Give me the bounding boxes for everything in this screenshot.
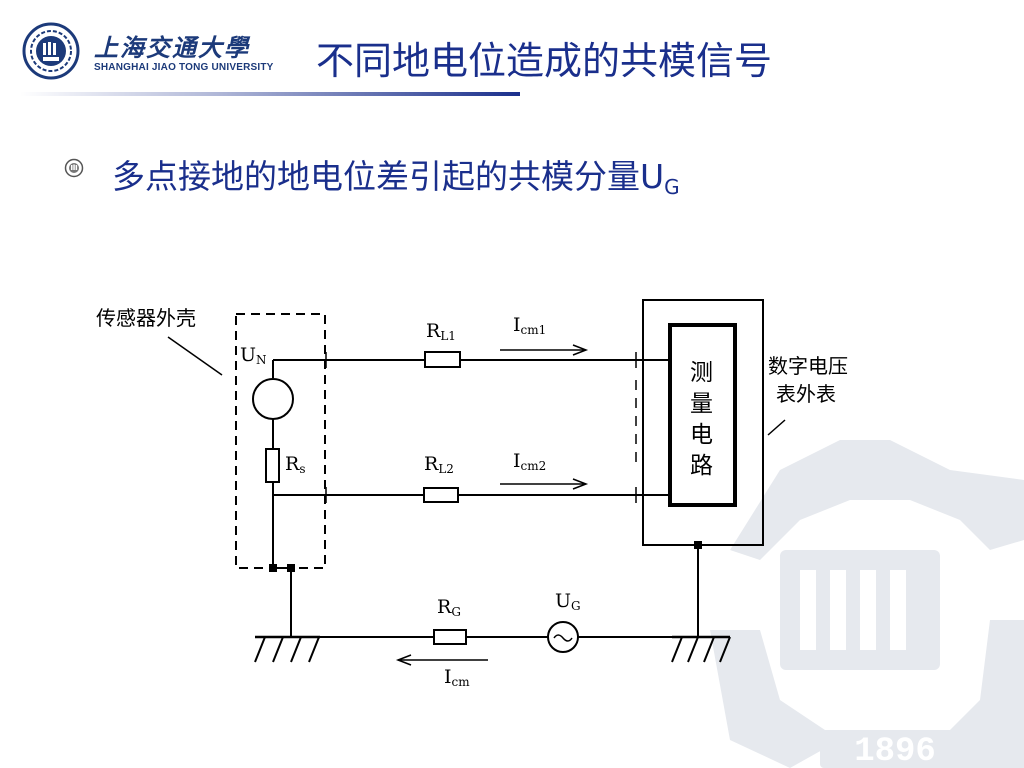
measure-circuit-char-1: 测 [690,360,713,386]
logo-english-name: SHANGHAI JIAO TONG UNIVERSITY [94,62,274,73]
label-rs-main: R [285,453,300,475]
university-logo: 上海交通大學 SHANGHAI JIAO TONG UNIVERSITY [22,22,273,82]
resistor-rs [265,448,280,483]
label-rg-main: R [437,596,452,618]
label-rg: RG [437,596,461,619]
measure-circuit-box [668,323,737,507]
source-un [252,378,294,420]
logo-chinese-name: 上海交通大學 [94,33,250,62]
sensor-housing-outline [235,313,326,569]
sensor-label-leader [167,336,223,376]
label-icm1-sub: cm1 [520,323,547,337]
label-rl1: RL1 [426,320,456,343]
meter-housing-label-line2: 表外表 [776,382,836,406]
label-rg-sub: G [451,605,461,619]
resistor-rg [433,629,467,645]
label-icm1-main: I [513,314,521,336]
label-icm1: Icm1 [513,314,547,337]
label-icm2-main: I [513,450,521,472]
bullet-seal-icon [64,158,84,178]
label-icm2-sub: cm2 [520,459,547,473]
label-ug-sub: G [571,599,581,613]
meter-housing-label-line1: 数字电压 [768,354,848,378]
university-seal-watermark: 1896 [710,440,1024,768]
label-rs: Rs [285,453,306,476]
resistor-rl2 [423,487,459,503]
label-un-main: U [240,344,257,366]
label-ug-main: U [555,590,572,612]
measure-circuit-char-2: 量 [690,391,713,417]
label-un-sub: N [256,353,267,367]
bullet-text-main: 多点接地的地电位差引起的共模分量U [112,157,665,196]
measure-circuit-char-4: 路 [690,453,713,479]
label-rl2-main: R [424,453,439,475]
bullet-text: 多点接地的地电位差引起的共模分量UG [112,150,680,199]
label-icm-main: I [444,666,452,688]
label-rl2: RL2 [424,453,454,476]
label-un: UN [240,344,267,367]
label-icm2: Icm2 [513,450,547,473]
resistor-rl1 [424,351,461,368]
slide-title: 不同地电位造成的共模信号 [316,39,773,83]
university-seal-icon [22,22,80,80]
sensor-housing-label: 传感器外壳 [96,306,196,330]
watermark-year: 1896 [854,733,936,768]
label-rl1-sub: L1 [440,329,456,343]
bullet-text-subscript: G [664,175,680,199]
meter-housing-outline [642,299,764,546]
label-rl2-sub: L2 [438,462,454,476]
label-rs-sub: s [299,462,306,476]
label-icm-sub: cm [451,675,470,689]
label-ug: UG [555,590,581,613]
label-rl1-main: R [426,320,441,342]
label-icm: Icm [444,666,470,689]
title-underline [20,92,520,96]
meter-label-leader [767,419,786,436]
measure-circuit-char-3: 电 [690,422,713,448]
